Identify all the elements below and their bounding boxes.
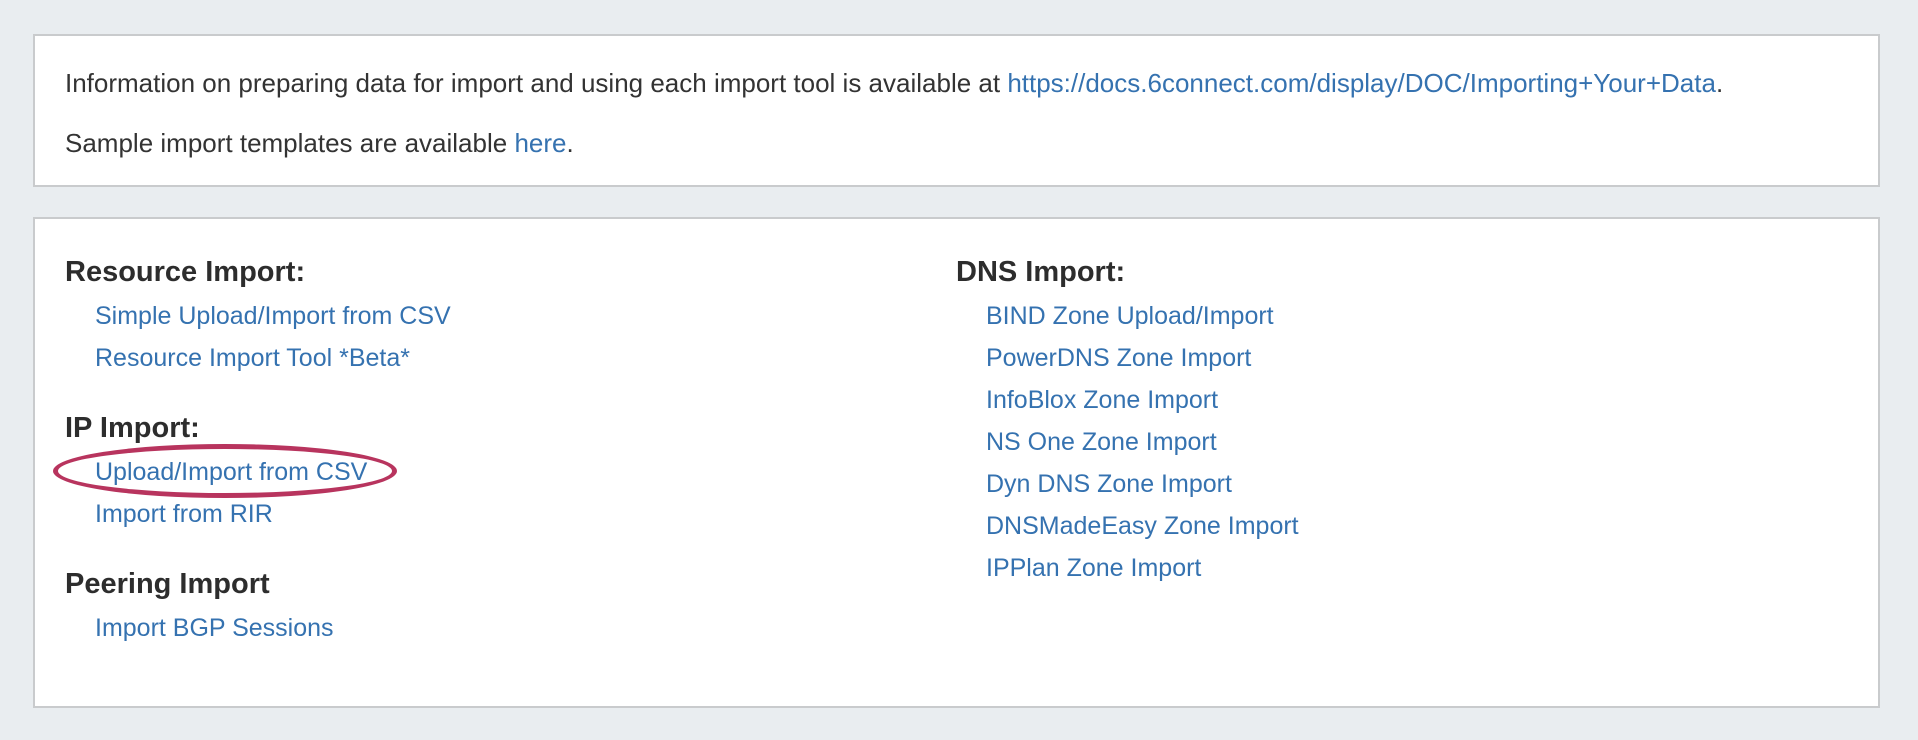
link-import-from-rir[interactable]: Import from RIR	[95, 500, 273, 528]
link-dyn-dns-zone-import[interactable]: Dyn DNS Zone Import	[986, 470, 1232, 498]
link-row: Import from RIR	[65, 495, 956, 537]
link-row: InfoBlox Zone Import	[956, 381, 1848, 423]
info-line-templates-prefix: Sample import templates are available	[65, 128, 515, 158]
link-row: Dyn DNS Zone Import	[956, 465, 1848, 507]
info-panel: Information on preparing data for import…	[33, 34, 1880, 187]
dns-import-heading: DNS Import:	[956, 256, 1126, 288]
import-panel-left-column: Resource Import: Simple Upload/Import fr…	[53, 255, 956, 676]
link-powerdns-zone-import[interactable]: PowerDNS Zone Import	[986, 344, 1252, 372]
link-row: BIND Zone Upload/Import	[956, 297, 1848, 339]
ip-import-section: IP Import: Upload/Import from CSV Import…	[53, 411, 956, 537]
info-line-docs: Information on preparing data for import…	[65, 66, 1848, 100]
dns-import-section: DNS Import: BIND Zone Upload/Import Powe…	[956, 255, 1848, 591]
link-dnsmadeeasy-zone-import[interactable]: DNSMadeEasy Zone Import	[986, 512, 1299, 540]
link-import-bgp-sessions[interactable]: Import BGP Sessions	[95, 614, 334, 642]
link-infoblox-zone-import[interactable]: InfoBlox Zone Import	[986, 386, 1219, 414]
import-panel-right-column: DNS Import: BIND Zone Upload/Import Powe…	[956, 255, 1848, 676]
link-row: DNSMadeEasy Zone Import	[956, 507, 1848, 549]
import-panel: Resource Import: Simple Upload/Import fr…	[33, 217, 1880, 708]
link-bind-zone-upload-import[interactable]: BIND Zone Upload/Import	[986, 302, 1274, 330]
link-ns-one-zone-import[interactable]: NS One Zone Import	[986, 428, 1217, 456]
sample-templates-here-link[interactable]: here	[514, 128, 567, 158]
resource-import-section: Resource Import: Simple Upload/Import fr…	[65, 255, 956, 381]
docs-url-link[interactable]: https://docs.6connect.com/display/DOC/Im…	[1007, 68, 1716, 98]
link-row: IPPlan Zone Import	[956, 549, 1848, 591]
info-line-docs-suffix: .	[1715, 68, 1724, 98]
link-row: Simple Upload/Import from CSV	[65, 297, 956, 339]
info-line-docs-prefix: Information on preparing data for import…	[65, 68, 1008, 98]
peering-import-section: Peering Import Import BGP Sessions	[65, 567, 956, 651]
link-resource-import-tool-beta[interactable]: Resource Import Tool *Beta*	[95, 344, 410, 372]
link-row: NS One Zone Import	[956, 423, 1848, 465]
peering-import-heading: Peering Import	[65, 568, 270, 600]
link-simple-upload-import-csv[interactable]: Simple Upload/Import from CSV	[95, 302, 451, 330]
ip-import-heading: IP Import:	[65, 412, 200, 444]
link-row: Upload/Import from CSV	[53, 444, 956, 498]
link-row: PowerDNS Zone Import	[956, 339, 1848, 381]
link-upload-import-from-csv[interactable]: Upload/Import from CSV	[95, 458, 368, 486]
link-ipplan-zone-import[interactable]: IPPlan Zone Import	[986, 554, 1202, 582]
link-row: Import BGP Sessions	[65, 609, 956, 651]
resource-import-heading: Resource Import:	[65, 256, 306, 288]
info-line-templates-suffix: .	[566, 128, 574, 158]
link-row: Resource Import Tool *Beta*	[65, 339, 956, 381]
info-line-templates: Sample import templates are available he…	[65, 126, 1848, 160]
